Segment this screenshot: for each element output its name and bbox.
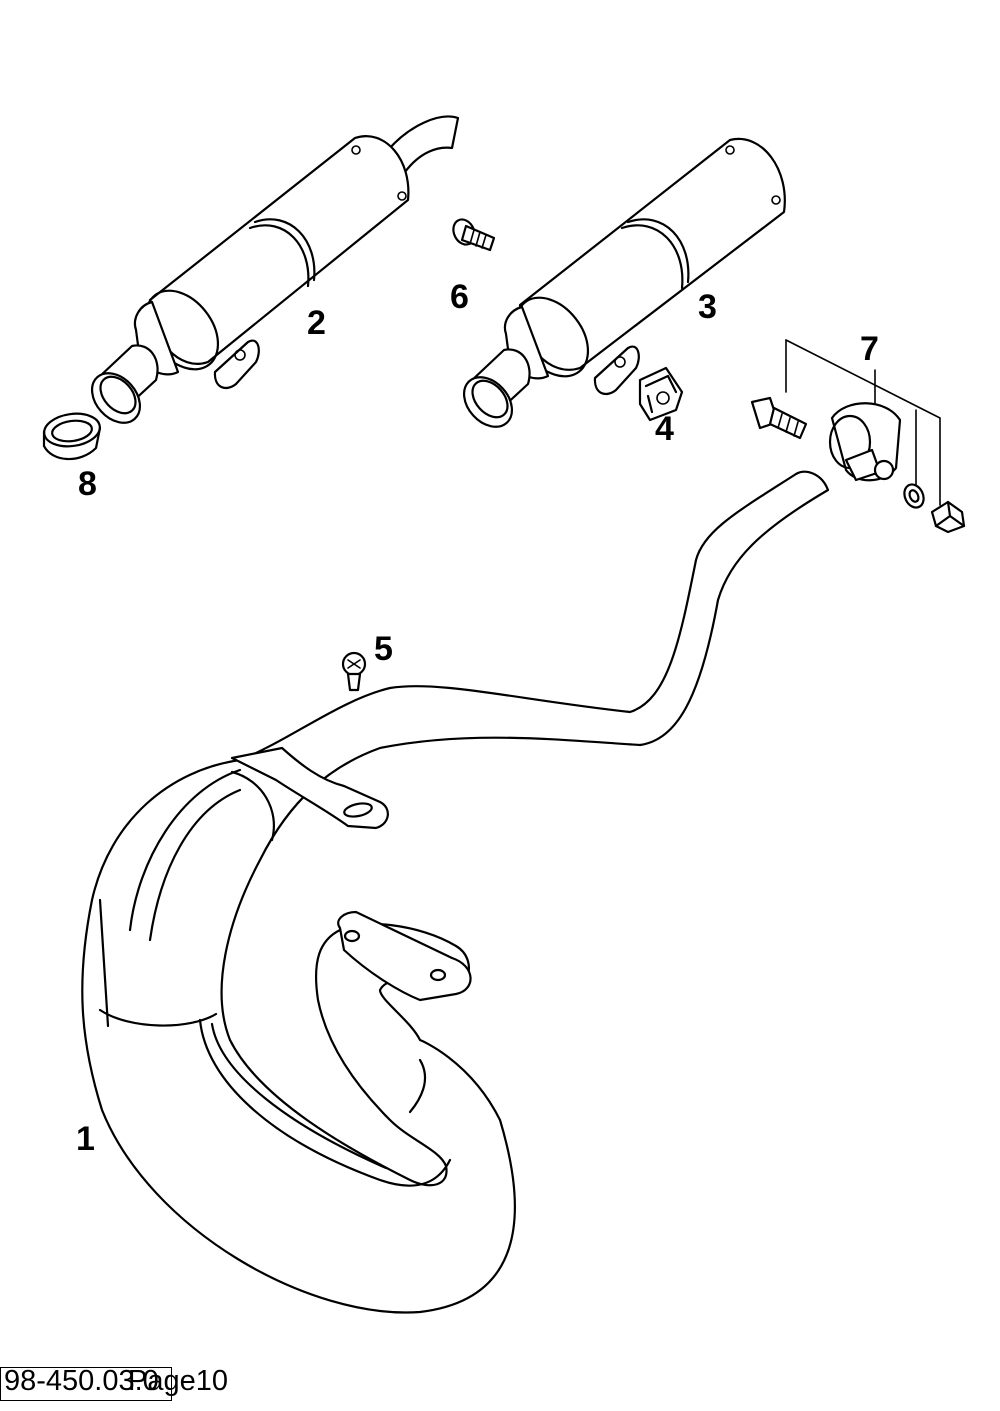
callout-2: 2 xyxy=(307,304,326,342)
clamp-set-part xyxy=(750,339,966,534)
page-label: Page10 xyxy=(128,1365,228,1397)
silencer-right-part xyxy=(462,137,786,428)
callout-5: 5 xyxy=(374,630,393,668)
callout-3: 3 xyxy=(698,288,717,326)
callout-7: 7 xyxy=(860,330,879,368)
screw-part xyxy=(452,218,496,252)
clip-nut-part xyxy=(638,366,684,422)
drawing-code-box xyxy=(0,1367,172,1401)
collar-screw-part xyxy=(341,651,367,692)
callout-8: 8 xyxy=(78,465,97,503)
callout-1: 1 xyxy=(76,1120,95,1158)
callout-4: 4 xyxy=(655,410,674,448)
silencer-left-part xyxy=(90,115,460,424)
sealing-ring-part xyxy=(42,412,102,461)
exhaust-pipe-part xyxy=(81,470,830,1314)
drawing-code: 98-450.03.0 xyxy=(4,1365,159,1397)
callout-6: 6 xyxy=(450,278,469,316)
